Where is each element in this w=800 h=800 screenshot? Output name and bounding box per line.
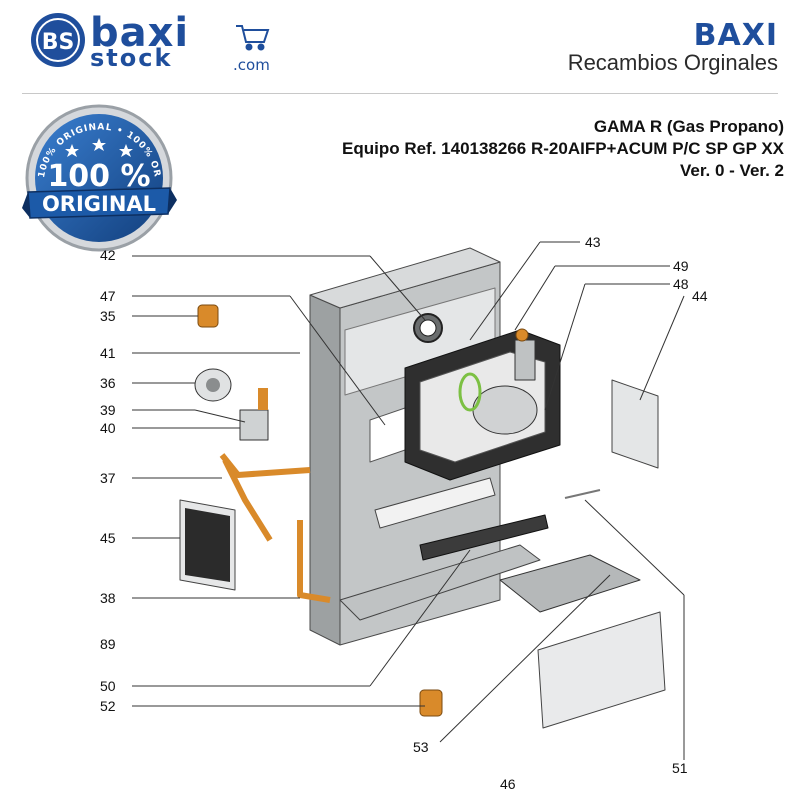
front-cover-panel (537, 611, 666, 729)
baxistock-logo[interactable]: BS baxi stock .com (28, 10, 288, 76)
callout-89: 89 (100, 636, 116, 652)
callout-47: 47 (100, 288, 116, 304)
product-title-block: GAMA R (Gas Propano) Equipo Ref. 1401382… (342, 116, 784, 182)
logo-text-sub: stock (90, 44, 172, 72)
brand-tagline: Recambios Orginales (567, 50, 778, 75)
valve-52 (419, 689, 443, 717)
callout-51: 51 (672, 760, 688, 776)
logo-text-main: baxi (90, 10, 189, 56)
original-seal-badge: 100% ORIGINAL • 100% ORIGINAL • 100 % OR… (22, 100, 177, 252)
brand-name: BAXI (693, 18, 778, 53)
callout-37: 37 (100, 470, 116, 486)
callout-42: 42 (100, 247, 116, 263)
logo-badge-letters: BS (42, 30, 75, 55)
boiler-frame-front (309, 294, 341, 646)
header-divider (22, 93, 778, 94)
side-plate (611, 379, 659, 469)
callout-41: 41 (100, 345, 116, 361)
logo-domain: .com (233, 56, 270, 74)
callout-39: 39 (100, 402, 116, 418)
product-reference: Equipo Ref. 140138266 R-20AIFP+ACUM P/C … (342, 139, 784, 158)
valve-35 (197, 304, 219, 328)
fan-motor (472, 385, 538, 435)
exploded-parts-diagram (132, 241, 685, 760)
callout-52: 52 (100, 698, 116, 714)
gas-valve-block (239, 409, 269, 441)
callout-49: 49 (673, 258, 689, 274)
callout-38: 38 (100, 590, 116, 606)
copper-pipe-38 (297, 520, 331, 603)
callout-53: 53 (413, 739, 429, 755)
seal-big-text: 100 % (47, 159, 150, 194)
shopping-cart-icon (236, 25, 270, 51)
callout-43: 43 (585, 234, 601, 250)
burner-grid (499, 554, 641, 613)
callout-45: 45 (100, 530, 116, 546)
product-version: Ver. 0 - Ver. 2 (680, 161, 784, 180)
callout-35: 35 (100, 308, 116, 324)
burner-rail (374, 477, 496, 529)
callout-50: 50 (100, 678, 116, 694)
product-range: GAMA R (Gas Propano) (593, 117, 784, 136)
copper-pipe-37 (219, 453, 311, 478)
seal-banner-text: ORIGINAL (42, 192, 156, 216)
callout-44: 44 (692, 288, 708, 304)
leader-lines (132, 241, 685, 760)
callout-48: 48 (673, 276, 689, 292)
callout-36: 36 (100, 375, 116, 391)
star-icons (65, 138, 133, 157)
callout-46: 46 (500, 776, 516, 792)
logo-badge-circle (31, 13, 85, 67)
callout-40: 40 (100, 420, 116, 436)
